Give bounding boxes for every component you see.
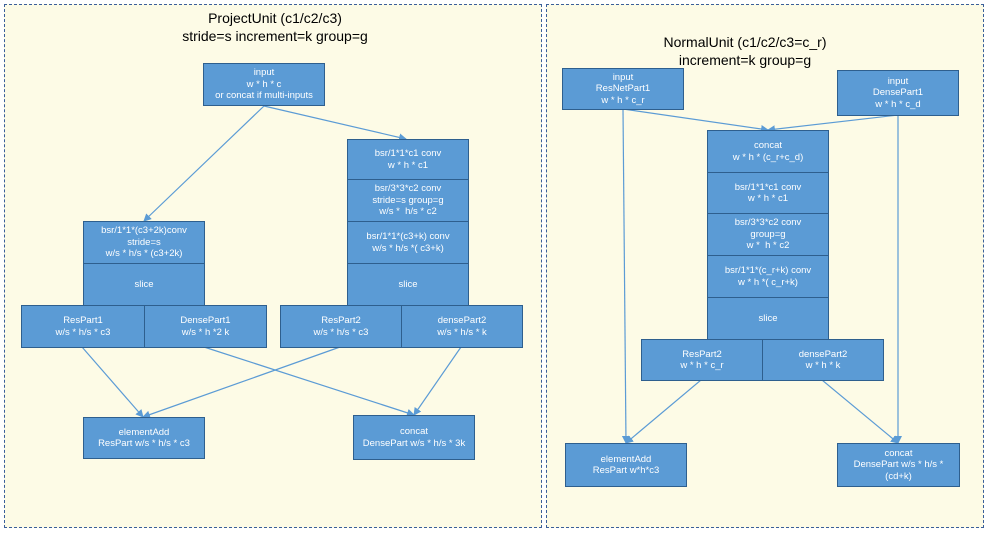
input-box: input w * h * c or concat if multi-input… bbox=[203, 63, 325, 106]
conv-a-box: bsr/1*1*(c3+2k)conv stride=s w/s * h/s *… bbox=[83, 221, 205, 264]
concat-box: concat DensePart w/s * h/s * 3k bbox=[353, 415, 475, 460]
conv2-box: bsr/3*3*c2 conv group=g w * h * c2 bbox=[707, 213, 829, 256]
arrow-input-to-conv-b bbox=[263, 105, 407, 142]
conv-b2-box: bsr/3*3*c2 conv stride=s group=g w/s * h… bbox=[347, 179, 469, 222]
arrow-densepart1-to-concat bbox=[203, 346, 415, 417]
elementadd-box: elementAdd ResPart w/s * h/s * c3 bbox=[83, 417, 205, 459]
densepart2-box: densePart2 w/s * h/s * k bbox=[401, 305, 523, 348]
elementadd-r-box: elementAdd ResPart w*h*c3 bbox=[565, 443, 687, 487]
conv3-box: bsr/1*1*(c_r+k) conv w * h *( c_r+k) bbox=[707, 255, 829, 298]
arrow-input-dense-to-concat-top bbox=[767, 114, 899, 134]
input-res-box: input ResNetPart1 w * h * c_r bbox=[562, 68, 684, 110]
arrow-input-to-conv-a bbox=[143, 105, 265, 222]
concat-top-box: concat w * h * (c_r+c_d) bbox=[707, 130, 829, 173]
respart2-r-box: ResPart2 w * h * c_r bbox=[641, 339, 763, 381]
slice-b-box: slice bbox=[347, 263, 469, 306]
arrow-respart1-to-elementadd bbox=[81, 346, 144, 418]
conv-b3-box: bsr/1*1*(c3+k) conv w/s * h/s *( c3+k) bbox=[347, 221, 469, 264]
arrow-respart2-to-elementadd-r bbox=[625, 379, 702, 444]
arrow-respart2-to-elementadd bbox=[142, 346, 341, 419]
arrow-input-res-to-concat-top bbox=[622, 108, 769, 133]
input-dense-box: input DensePart1 w * h * c_d bbox=[837, 70, 959, 116]
densepart1-box: DensePart1 w/s * h *2 k bbox=[144, 305, 267, 348]
slice-box: slice bbox=[707, 297, 829, 340]
arrow-densepart2-to-concat bbox=[413, 346, 462, 416]
slice-a-box: slice bbox=[83, 263, 205, 306]
arrow-densepart2-to-concat-r bbox=[821, 379, 899, 444]
respart2-box: ResPart2 w/s * h/s * c3 bbox=[280, 305, 402, 348]
conv-b1-box: bsr/1*1*c1 conv w * h * c1 bbox=[347, 139, 469, 180]
normal-unit-title: NormalUnit (c1/c2/c3=c_r) increment=k gr… bbox=[663, 34, 827, 68]
respart1-box: ResPart1 w/s * h/s * c3 bbox=[21, 305, 145, 348]
project-unit-title: ProjectUnit (c1/c2/c3) stride=s incremen… bbox=[182, 10, 368, 44]
conv1-box: bsr/1*1*c1 conv w * h * c1 bbox=[707, 172, 829, 214]
concat-r-box: concat DensePart w/s * h/s * (cd+k) bbox=[837, 443, 960, 487]
densepart2-r-box: densePart2 w * h * k bbox=[762, 339, 884, 381]
arrow-input-res-to-elementadd bbox=[621, 108, 630, 444]
